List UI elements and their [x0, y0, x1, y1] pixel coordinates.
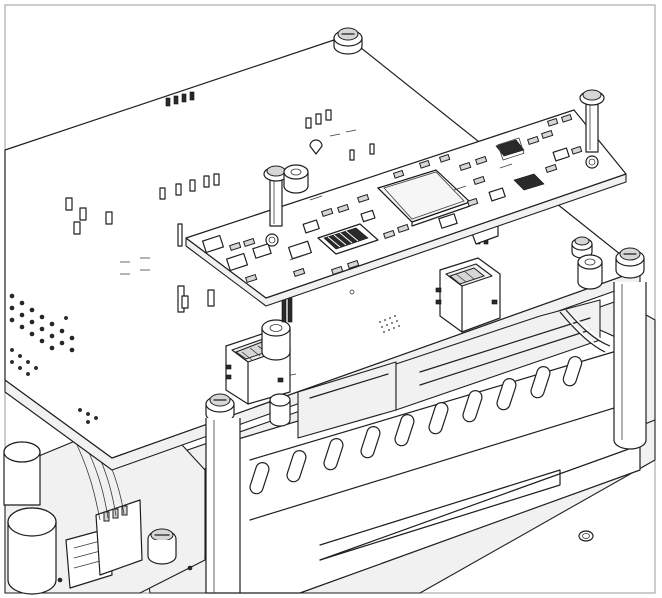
qfn-chip	[495, 139, 525, 157]
through-hole-parts	[65, 91, 375, 313]
support-columns	[205, 282, 647, 594]
standoff-right	[571, 236, 603, 290]
smd-components	[201, 113, 583, 284]
lower-electronics	[3, 409, 206, 595]
under-board-module	[269, 299, 611, 439]
mount-screw-top	[333, 27, 363, 55]
module-mount-hole	[265, 233, 279, 247]
module-screw-left	[263, 165, 289, 227]
board-connector-right	[435, 257, 501, 333]
vent-slots	[249, 355, 583, 495]
pad-grid	[379, 315, 400, 333]
memory-chip	[317, 223, 379, 255]
mount-screw-right	[615, 247, 645, 279]
component-dot-grid	[9, 293, 98, 424]
mount-screw-left	[205, 393, 235, 423]
standoff-center	[261, 319, 291, 361]
module-mount-hole	[585, 155, 599, 169]
module-pcb	[185, 109, 627, 323]
module-screw-right	[579, 89, 605, 153]
enclosure-mount-hole	[578, 530, 594, 542]
module-spacer	[283, 164, 309, 194]
